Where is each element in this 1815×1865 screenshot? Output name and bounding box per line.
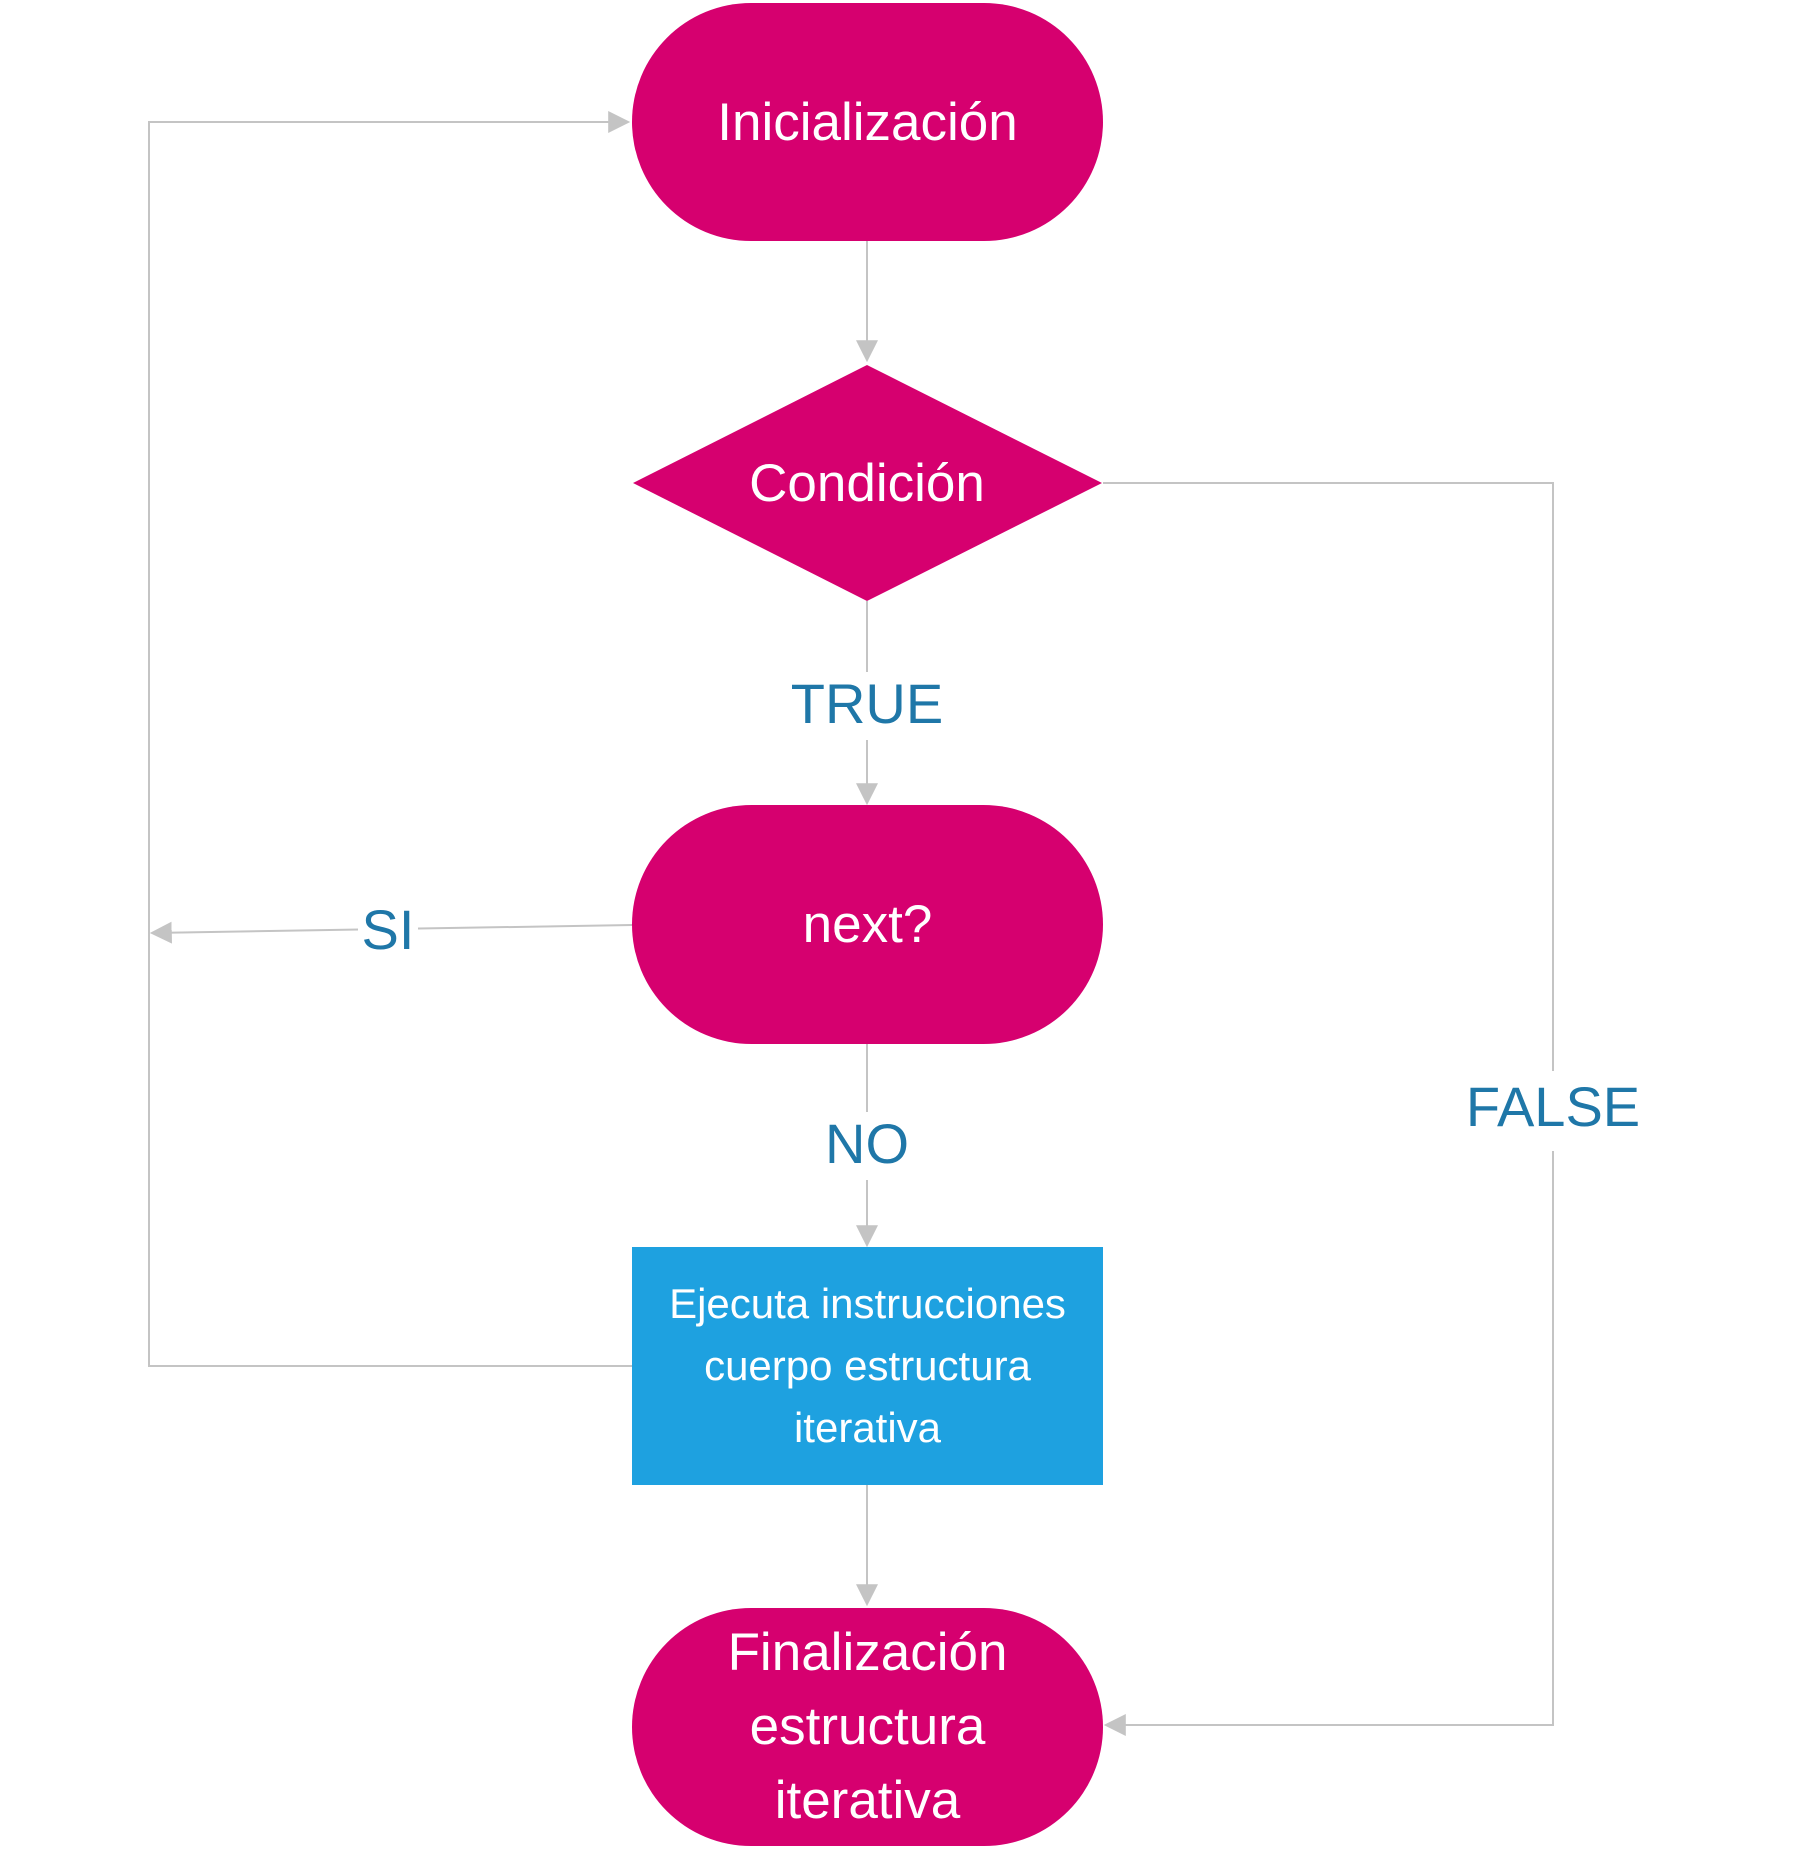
true-edge-label: TRUE [787,672,947,740]
start-terminal: Inicialización [632,3,1103,241]
condition-diamond [633,365,1102,601]
end-label-line2: estructura [749,1697,986,1756]
condition-node: Condición [700,445,1034,521]
end-label-line1: Finalización [727,1623,1008,1682]
next-label: next? [802,895,933,954]
edge-body-loop-back [148,111,632,1367]
body-label-line3: iterativa [793,1404,942,1451]
body-label-line2: cuerpo estructura [704,1342,1031,1389]
end-terminal: Finalización estructura iterativa [632,1608,1103,1846]
false-edge-label: FALSE [1463,1071,1643,1151]
body-process: Ejecuta instrucciones cuerpo estructura … [632,1247,1103,1485]
si-edge-label: SI [358,898,418,964]
condition-label: Condición [749,453,985,513]
next-terminal: next? [632,805,1103,1044]
no-edge-label: NO [807,1112,927,1180]
body-label-line1: Ejecuta instrucciones [669,1280,1066,1327]
start-label: Inicialización [717,92,1018,152]
end-label-line3: iterativa [774,1771,961,1830]
